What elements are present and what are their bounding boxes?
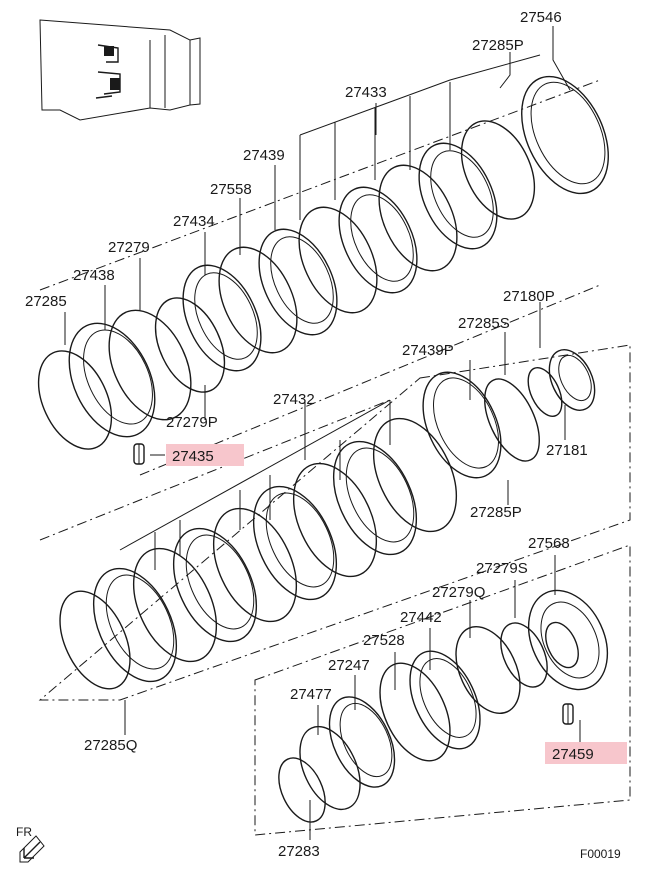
- highlight-27435: [166, 444, 244, 466]
- label-27477: 27477: [290, 686, 332, 703]
- label-27438: 27438: [73, 267, 115, 284]
- label-27247: 27247: [328, 657, 370, 674]
- label-27528: 27528: [363, 632, 405, 649]
- label-27459: 27459: [552, 746, 594, 763]
- label-27279Q: 27279Q: [432, 584, 485, 601]
- label-27442: 27442: [400, 609, 442, 626]
- label-27279S: 27279S: [476, 560, 528, 577]
- label-27432: 27432: [273, 391, 315, 408]
- roll-pin-icon: [133, 443, 145, 465]
- leader-lines: [64, 26, 581, 840]
- lower-clutch-pack: [278, 589, 609, 823]
- label-27283: 27283: [278, 843, 320, 860]
- arrow-down-left-icon: [19, 835, 45, 863]
- label-27558: 27558: [210, 181, 252, 198]
- upper-clutch-pack: [37, 75, 609, 450]
- label-27434: 27434: [173, 213, 215, 230]
- label-27180P: 27180P: [503, 288, 555, 305]
- label-27285P-top: 27285P: [472, 37, 524, 54]
- figure-code: F00019: [580, 847, 621, 861]
- label-27568: 27568: [528, 535, 570, 552]
- label-27279P: 27279P: [166, 414, 218, 431]
- group-box-outlines: [38, 79, 631, 836]
- label-27546: 27546: [520, 9, 562, 26]
- highlight-27459: [545, 742, 627, 764]
- label-27279: 27279: [108, 239, 150, 256]
- roll-pin-icon: [562, 703, 574, 725]
- label-27439: 27439: [243, 147, 285, 164]
- middle-clutch-pack: [59, 349, 596, 690]
- label-27435: 27435: [172, 448, 214, 465]
- front-label: FR: [16, 825, 32, 839]
- label-27285: 27285: [25, 293, 67, 310]
- label-27439P: 27439P: [402, 342, 454, 359]
- label-27285P-mid: 27285P: [470, 504, 522, 521]
- label-27181: 27181: [546, 442, 588, 459]
- transmission-locator-thumbnail: [39, 19, 201, 121]
- label-27285Q: 27285Q: [84, 737, 137, 754]
- label-27285S: 27285S: [458, 315, 510, 332]
- label-27433: 27433: [345, 84, 387, 101]
